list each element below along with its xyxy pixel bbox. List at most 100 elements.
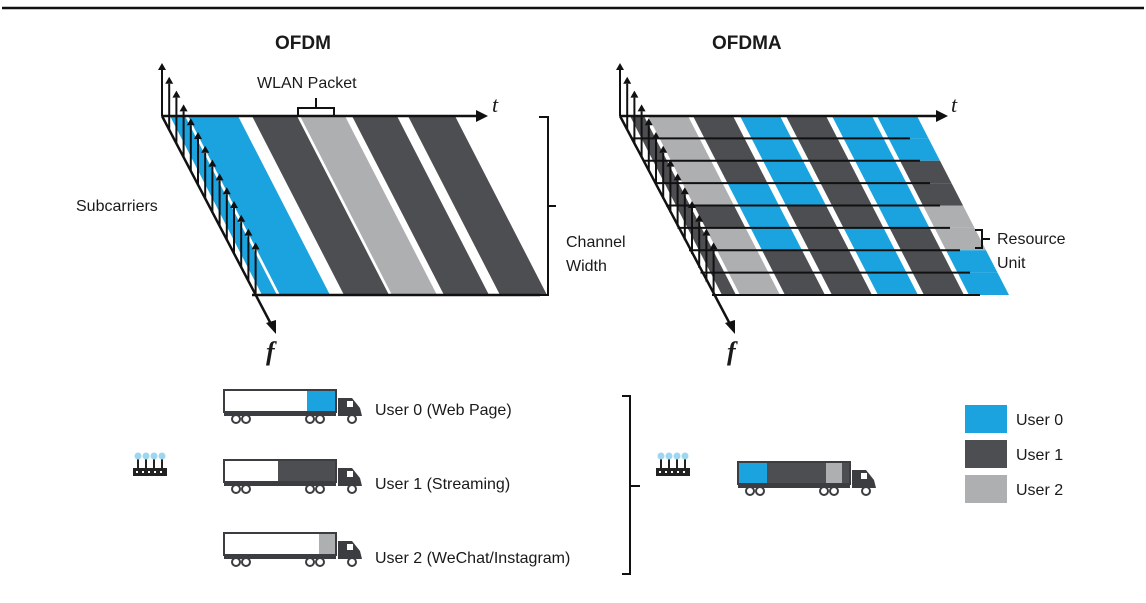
truck-icon	[852, 470, 876, 488]
ofdma-resource-unit-user0	[843, 227, 895, 251]
legend-swatch-user2	[965, 475, 1007, 503]
ofdm-subcarrier-head	[165, 76, 174, 84]
ofdm-subcarrier-head	[179, 104, 188, 112]
truck-icon	[338, 398, 362, 416]
legend-swatch-user1	[965, 440, 1007, 468]
ofdma-resource-unit-user1	[676, 205, 702, 228]
truck-load-user1	[278, 461, 335, 481]
truck-load-user0	[307, 391, 335, 411]
ofdma-subcarrier-head	[659, 145, 668, 153]
ofdma-resource-unit-user1	[762, 250, 814, 273]
ofdma-t-label: t	[951, 92, 958, 117]
ofdma-subcarrier-head	[616, 63, 624, 70]
ofdm-subcarrier-head	[158, 63, 166, 70]
ofdm-subcarrier-head	[186, 118, 195, 126]
ofdma-subcarrier-head	[695, 214, 704, 222]
ofdma-resource-unit-user1	[693, 116, 745, 139]
ofdma-resource-unit-user1	[716, 160, 768, 184]
ofdma-f-arrowhead	[725, 320, 735, 334]
ofdm-t-label: t	[492, 92, 499, 117]
ofdma-f-axis	[618, 115, 733, 327]
ofdma-resource-unit-user0	[740, 116, 792, 139]
ofdma-resource-unit-user1	[889, 227, 941, 251]
ofdma-t-arrowhead	[936, 110, 948, 122]
ofdm-f-axis	[160, 115, 274, 327]
wlan-packet-bracket	[297, 98, 335, 116]
user0-label: User 0 (Web Page)	[375, 402, 512, 419]
users-bracket	[622, 395, 640, 575]
channel-width-bracket	[539, 116, 556, 296]
ofdma-subcarrier-head	[666, 159, 675, 167]
ofdma-resource-unit-user2	[728, 272, 780, 295]
ofdma-subcarrier-head	[709, 242, 718, 250]
ofdma-resource-unit-user1	[786, 116, 838, 139]
ofdma-resource-unit-user1	[809, 250, 861, 273]
ofdma-subcarrier-arrows	[616, 63, 718, 296]
truck-load-user2	[826, 463, 842, 483]
ofdma-resource-unit-user0	[866, 272, 918, 295]
ofdm-subcarrier-head	[230, 201, 238, 208]
ofdm-subcarrier-arrows	[158, 63, 260, 296]
ofdm-t-arrowhead	[476, 110, 488, 122]
ofdma-resource-unit-user0	[774, 183, 826, 206]
ofdm-f-arrowhead	[266, 320, 276, 334]
ofdma-title: OFDMA	[712, 33, 782, 54]
ofdma-resource-unit-user1	[820, 272, 872, 295]
legend-label-user2: User 2	[1016, 482, 1063, 499]
resource-unit-label-line1: Resource	[997, 231, 1066, 248]
ofdma-resource-unit-user0	[855, 160, 907, 184]
ofdma-resource-unit-user2	[717, 250, 769, 273]
ofdma-resource-unit-user1	[699, 250, 725, 273]
router-icon	[132, 451, 168, 477]
ofdm-stripe-user1	[408, 116, 547, 295]
ofdma-resource-unit-user0	[832, 116, 884, 139]
ofdm-stripe-user0	[170, 116, 277, 295]
ofdma-subcarrier-head	[680, 187, 689, 195]
resource-unit-bracket	[975, 229, 990, 249]
ofdma-resource-unit-user0	[946, 250, 998, 273]
ofdma-resource-unit-user0	[843, 138, 895, 161]
ofdma-resource-unit-user0	[957, 272, 1009, 295]
ofdm-f-label: f	[266, 337, 277, 366]
channel-width-label-line1: Channel	[566, 234, 626, 251]
ofdma-subcarrier-head	[688, 201, 696, 208]
ofdma-resource-unit-user0	[751, 138, 803, 161]
truck-icon	[338, 541, 362, 559]
ofdma-resource-unit-user2	[659, 138, 711, 161]
ofdma-resource-unit-user0	[878, 205, 930, 228]
ofdma-subcarrier-head	[623, 76, 632, 84]
ofdma-resource-unit-user1	[809, 160, 861, 184]
ofdm-title: OFDM	[275, 33, 331, 54]
ofdma-resource-unit-user1	[901, 250, 953, 273]
router-icon	[655, 451, 691, 477]
ofdma-subcarrier-head	[630, 90, 639, 98]
ofdma-resource-unit-user0	[888, 138, 940, 161]
truck-user1	[223, 459, 362, 494]
ofdma-resource-unit-user0	[763, 160, 815, 184]
ofdma-resource-unit-user0	[727, 183, 779, 206]
ofdma-resource-unit-user1	[694, 205, 746, 228]
ofdm-stripe-user1	[352, 116, 489, 295]
ofdma-f-label: f	[727, 337, 738, 366]
ofdm-stripe-user0	[188, 116, 330, 295]
ofdma-resource-unit-user1	[797, 227, 849, 251]
ofdm-subcarrier-head	[194, 132, 202, 139]
ofdm-subcarrier-head	[172, 90, 181, 98]
ofdma-resource-unit-user1	[912, 272, 964, 295]
ofdma-resource-unit-user1	[773, 272, 825, 295]
truck-user0	[223, 389, 362, 424]
router-right	[655, 451, 691, 477]
ofdma-resource-unit-user1	[704, 138, 756, 161]
legend: User 0 User 1 User 2	[965, 405, 1063, 503]
ofdma-subcarrier-head	[652, 132, 660, 139]
ofdm-subcarrier-head	[222, 187, 231, 195]
ofdma-subcarrier-head	[637, 104, 646, 112]
ofdm-panel: t f WLAN Packet Subcarriers Channel Widt…	[76, 63, 626, 366]
truck-combined	[737, 461, 876, 496]
ofdm-subcarrier-head	[201, 145, 210, 153]
truck-load-user2	[319, 534, 335, 554]
ofdm-subcarrier-head	[237, 214, 246, 222]
ofdma-resource-unit-user1	[797, 138, 849, 161]
ofdma-resource-unit-user0	[750, 227, 802, 251]
